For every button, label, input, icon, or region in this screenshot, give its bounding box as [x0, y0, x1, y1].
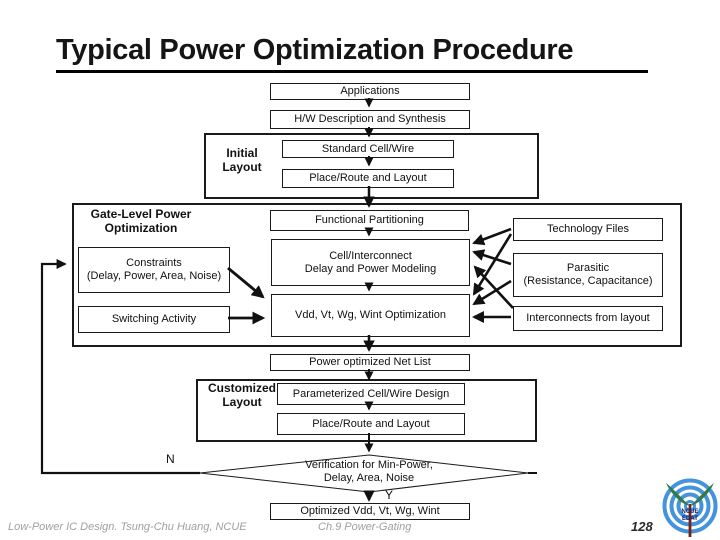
slide-title: Typical Power Optimization Procedure — [56, 34, 648, 73]
node-place-route-customized: Place/Route and Layout — [277, 413, 465, 435]
footer-course-title: Low-Power IC Design. Tsung-Chu Huang, NC… — [8, 521, 247, 533]
node-cell-interconnect: Cell/Interconnect Delay and Power Modeli… — [271, 239, 470, 286]
node-interconnects-from-layout: Interconnects from layout — [513, 306, 663, 331]
node-applications: Applications — [270, 83, 470, 100]
cell-interconnect-line1: Cell/Interconnect — [329, 249, 412, 262]
node-hw-description: H/W Description and Synthesis — [270, 110, 470, 129]
verification-line2: Delay, Area, Noise — [323, 471, 415, 484]
node-place-route-initial: Place/Route and Layout — [282, 169, 454, 188]
logo-text-line1: NCUE — [681, 509, 698, 515]
logo-text-line2: EDAT — [682, 516, 698, 522]
parasitic-line1: Parasitic — [566, 262, 610, 274]
page-number: 128 — [631, 519, 653, 534]
node-constraints: Constraints (Delay, Power, Area, Noise) — [78, 247, 230, 293]
node-optimized-result: Optimized Vdd, Vt, Wg, Wint — [270, 503, 470, 520]
constraints-line1: Constraints — [126, 257, 182, 269]
node-vdd-optimization: Vdd, Vt, Wg, Wint Optimization — [271, 294, 470, 337]
customized-layout-label: Customized Layout — [207, 381, 276, 409]
node-standard-cell-wire: Standard Cell/Wire — [282, 140, 454, 158]
logo-stem — [688, 504, 692, 537]
node-parameterized-cell-wire: Parameterized Cell/Wire Design — [277, 383, 465, 405]
gate-level-label: Gate-Level Power Optimization — [90, 207, 192, 235]
parasitic-line2: (Resistance, Capacitance) — [523, 275, 653, 287]
verification-line1: Verification for Min-Power, — [305, 459, 433, 471]
branch-label-yes: Y — [385, 488, 394, 502]
footer-chapter: Ch.9 Power-Gating — [318, 521, 412, 533]
branch-label-no: N — [166, 452, 175, 466]
logo-leaf-left — [666, 483, 690, 506]
node-functional-partitioning: Functional Partitioning — [270, 210, 469, 231]
node-verification-diamond-text: Verification for Min-Power, Delay, Area,… — [251, 459, 487, 484]
initial-layout-label: Initial Layout — [222, 146, 262, 174]
cell-interconnect-line2: Delay and Power Modeling — [304, 262, 437, 275]
logo-leaf-right — [690, 483, 714, 506]
node-technology-files: Technology Files — [513, 218, 663, 241]
constraints-line2: (Delay, Power, Area, Noise) — [86, 270, 222, 282]
ncue-edat-logo-icon: NCUE EDAT — [662, 478, 718, 537]
node-switching-activity: Switching Activity — [78, 306, 230, 333]
node-parasitic: Parasitic (Resistance, Capacitance) — [513, 253, 663, 297]
node-power-optimized-netlist: Power optimized Net List — [270, 354, 470, 371]
